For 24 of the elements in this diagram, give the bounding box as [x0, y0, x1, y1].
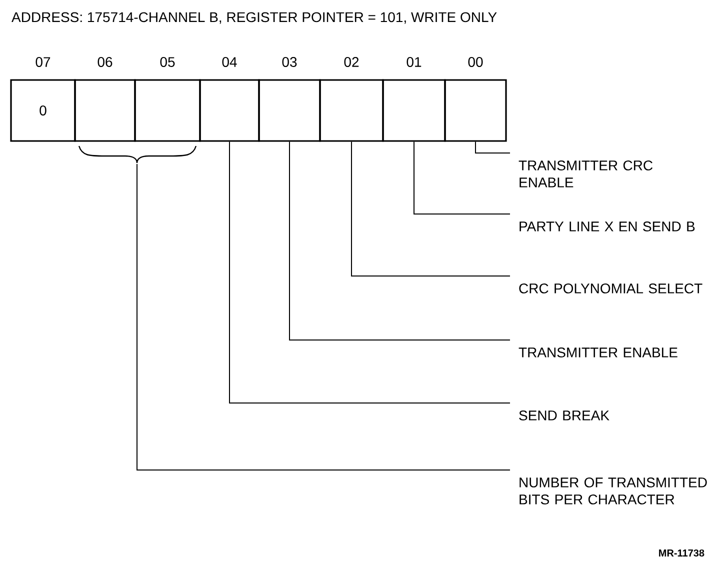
- brace: [78, 146, 197, 164]
- bit-number: 02: [344, 57, 359, 67]
- leader-line: [351, 141, 510, 276]
- leader-line: [229, 141, 510, 404]
- bit-number: 00: [468, 57, 483, 67]
- leader-line: [475, 141, 510, 154]
- leader-line: [289, 141, 510, 340]
- bit-description: PARTY LINE X EN SEND B: [520, 222, 695, 232]
- title: ADDRESS: 175714-CHANNEL B, REGISTER POINTER = 101, WRITE ONLY: [12, 12, 497, 24]
- bit-number: 06: [98, 57, 112, 67]
- bit-description: TRANSMITTER ENABLE: [518, 348, 678, 358]
- figure-number: MR-11738: [659, 549, 704, 557]
- leader-line: [136, 164, 510, 470]
- bit-description: NUMBER OF TRANSMITTED BITS PER CHARACTER: [520, 478, 707, 504]
- bit-number: 05: [160, 57, 175, 67]
- register-cell: 0: [10, 79, 76, 142]
- bit-number: 03: [282, 57, 297, 67]
- bit-number: 01: [406, 57, 422, 67]
- bit-number: 04: [222, 57, 237, 67]
- bit-number: 07: [36, 57, 50, 67]
- leader-line: [414, 141, 510, 214]
- bit-description: CRC POLYNOMIAL SELECT: [519, 284, 702, 294]
- bit-description: TRANSMITTER CRC ENABLE: [518, 160, 653, 188]
- bit-description: SEND BREAK: [519, 410, 610, 420]
